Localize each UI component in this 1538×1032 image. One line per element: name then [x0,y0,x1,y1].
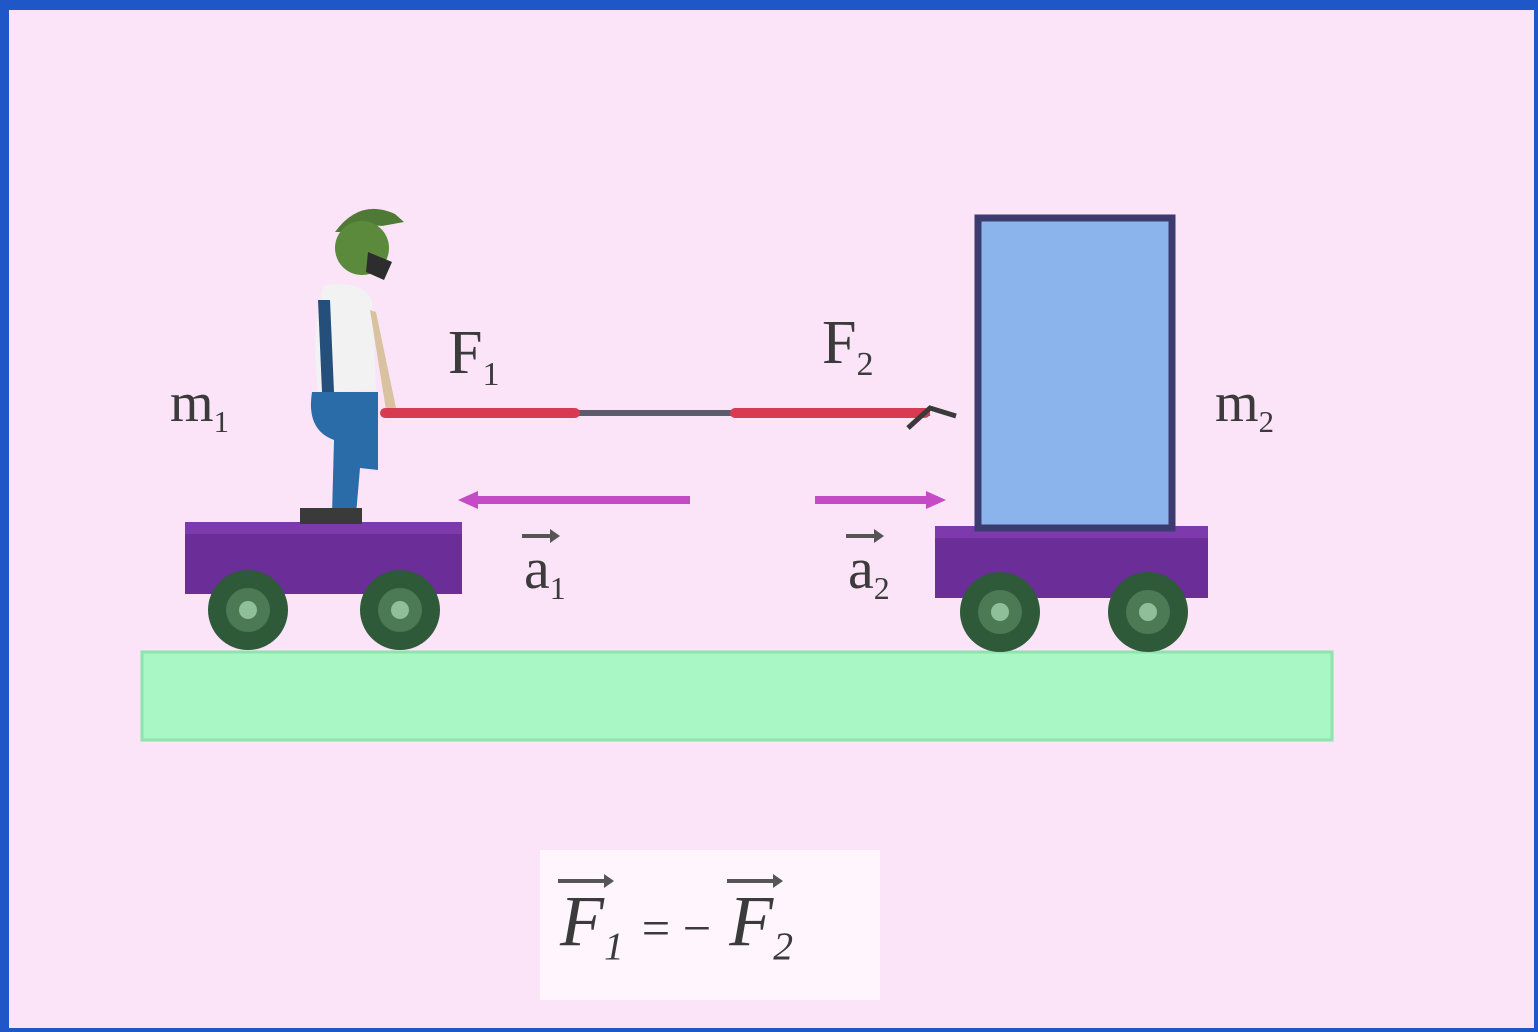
equation-box [540,850,880,1000]
acceleration-label-right: a2 [846,529,890,607]
right-cart-wheel-front [1108,572,1188,652]
force-label-left: F1 [448,322,500,392]
accel-left-symbol: a [524,536,550,601]
left-cart-wheel-rear [208,570,288,650]
equation: F1 = − F2 [558,874,793,968]
left-cart-wheel-front [360,570,440,650]
accel-left-index: 1 [549,571,566,607]
equation-lhs-index: 1 [603,923,624,968]
mass-left-index: 1 [213,404,229,439]
person-pulling-rope [300,208,404,524]
box-load [974,214,1176,532]
force-label-right: F2 [822,312,874,382]
mass-left-symbol: m [170,372,214,434]
equation-rhs-symbol: F [729,881,774,961]
force-left-symbol: F [448,319,483,387]
mass-right-symbol: m [1215,372,1259,434]
accel-right-index: 2 [873,571,890,607]
equation-rhs-index: 2 [773,923,793,968]
mass-label-right: m2 [1215,375,1274,438]
right-cart [935,526,1208,652]
left-cart [185,522,462,650]
mass-label-left: m1 [170,375,229,438]
ground [140,650,1334,742]
acceleration-arrow-left [458,491,690,509]
force-left-index: 1 [482,355,500,393]
right-cart-wheel-rear [960,572,1040,652]
acceleration-arrow-right [815,491,946,509]
equation-lhs-symbol: F [560,881,604,961]
force-right-symbol: F [822,309,857,377]
acceleration-label-left: a1 [522,529,566,607]
mass-right-index: 2 [1258,404,1274,439]
equation-operator: = − [641,900,712,956]
rope-hook-icon [906,405,957,430]
accel-right-symbol: a [848,536,874,601]
force-right-index: 2 [856,345,874,383]
